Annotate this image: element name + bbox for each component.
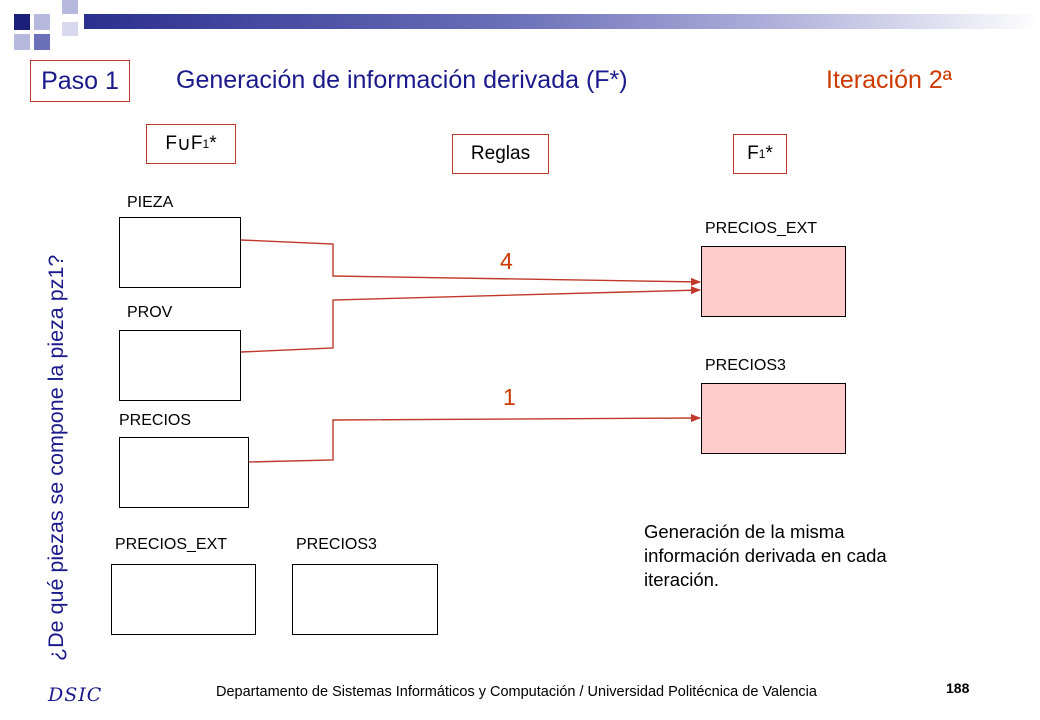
star: *	[209, 133, 217, 154]
footer-department: Departamento de Sistemas Informáticos y …	[216, 684, 817, 700]
f-letter: F	[747, 143, 759, 164]
page-number: 188	[946, 680, 970, 696]
decor-square-light	[62, 0, 78, 14]
step-box: Paso 1	[30, 60, 130, 102]
arrow-pieza-to-precios-ext	[240, 239, 701, 286]
table-box-precios3	[292, 564, 438, 635]
step-label: Paso 1	[41, 66, 119, 95]
explanation-note: Generación de la misma información deriv…	[644, 521, 887, 590]
table-box-precios	[119, 437, 249, 508]
decor-square-light	[62, 22, 78, 36]
table-box-prov	[119, 330, 241, 401]
table-label-derived-precios3: PRECIOS3	[705, 357, 786, 374]
table-label-pieza: PIEZA	[127, 194, 174, 211]
rule-number-4: 4	[500, 248, 513, 274]
table-label-derived-precios-ext: PRECIOS_EXT	[705, 220, 818, 237]
f-letter: F	[190, 133, 203, 154]
star: *	[765, 143, 773, 164]
table-box-derived-precios3	[701, 383, 846, 454]
header-gradient-bar	[84, 14, 1040, 29]
decor-square-dark	[14, 14, 30, 30]
table-label-precios: PRECIOS	[119, 412, 192, 429]
decor-square-light	[34, 14, 50, 30]
decor-square-light	[14, 34, 30, 50]
table-label-precios3: PRECIOS3	[296, 536, 377, 553]
union-symbol: ∪	[176, 133, 191, 155]
arrow-precios-to-precios3	[248, 414, 701, 463]
page-title: Generación de información derivada (F*)	[176, 66, 628, 94]
arrow-prov-to-precios-ext	[240, 286, 701, 353]
rule-number-1: 1	[503, 384, 516, 410]
table-box-precios-ext	[111, 564, 256, 635]
decor-square-mid	[34, 34, 50, 50]
iteration-label: Iteración 2ª	[826, 66, 952, 94]
table-box-pieza	[119, 217, 241, 288]
table-box-derived-precios-ext	[701, 246, 846, 317]
f-letter: F	[165, 133, 177, 154]
table-label-prov: PROV	[127, 304, 173, 321]
subscript: 1	[758, 147, 766, 161]
column-label-rules: Reglas	[452, 134, 549, 174]
rules-label: Reglas	[470, 143, 531, 164]
subscript: 1	[202, 137, 210, 151]
table-label-precios-ext: PRECIOS_EXT	[115, 536, 228, 553]
dsic-logo: DSIC	[48, 684, 103, 706]
